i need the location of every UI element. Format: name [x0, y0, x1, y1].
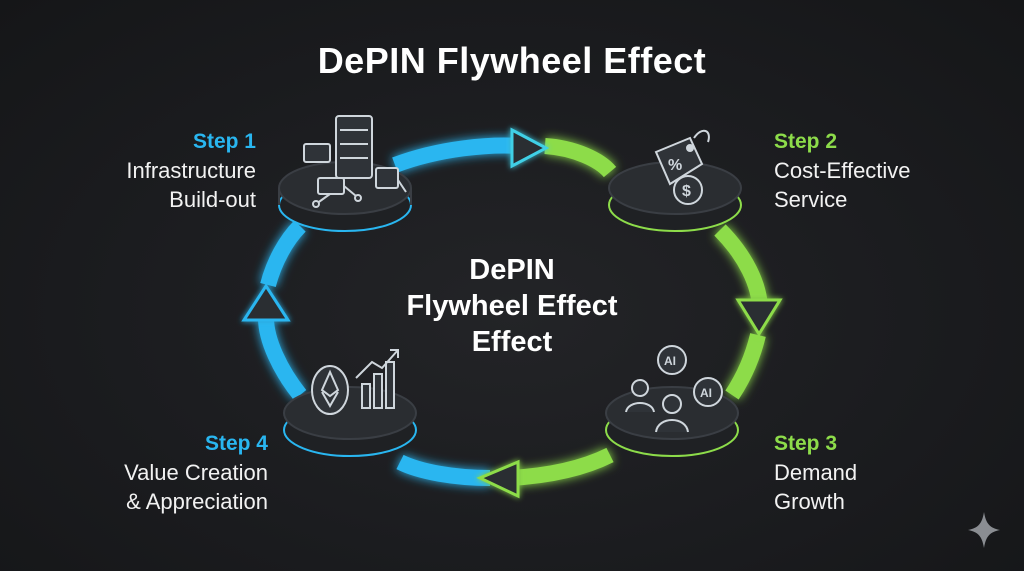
coin-growth-chart-icon [311, 349, 399, 415]
arrow-top-icon [510, 127, 550, 169]
step-2-label: Step 2 Cost-Effective Service [774, 127, 974, 214]
step-text-line-2: & Appreciation [126, 489, 268, 514]
users-ai-icon: AI AI [625, 345, 723, 433]
step-text-line-2: Growth [774, 489, 845, 514]
arrow-left-icon [241, 283, 291, 322]
step-number: Step 2 [774, 130, 838, 153]
step-text-line-1: Demand [774, 460, 858, 485]
svg-text:%: % [668, 157, 682, 174]
svg-text:$: $ [682, 183, 691, 200]
ring-segment-bottom-cyan [396, 454, 491, 486]
step-text-line-1: Cost-Effective [774, 158, 911, 183]
ai-label: AI [700, 386, 712, 400]
arrow-bottom-icon [476, 459, 520, 499]
server-network-icon [303, 115, 407, 208]
step-text-line-2: Build-out [169, 187, 256, 212]
step-text-line-1: Infrastructure [126, 158, 256, 183]
step-number: Step 4 [204, 432, 268, 455]
platform-step-1 [278, 161, 412, 232]
ring-segment-right-lower [725, 333, 766, 400]
ring-segment-bottom-green [509, 447, 614, 486]
sparkle-icon [968, 512, 1000, 548]
center-label-line-1: DePIN [469, 254, 555, 286]
ai-label: AI [664, 354, 676, 368]
center-label-line-2: Flywheel Effect [406, 290, 618, 322]
step-number: Step 3 [774, 432, 838, 455]
page-title: DePIN Flywheel Effect [317, 40, 707, 81]
arrow-right-icon [735, 298, 783, 337]
platform-step-4 [283, 386, 417, 457]
step-text-line-2: Service [774, 187, 848, 212]
ring-segment-right [714, 224, 768, 311]
center-label: DePIN Flywheel Effect Effect [392, 252, 632, 360]
step-text-line-1: Value Creation [124, 460, 268, 485]
center-label-line-3: Effect [471, 326, 553, 358]
step-number: Step 1 [192, 130, 256, 153]
ring-segment-left [258, 317, 307, 400]
price-tag-dollar-icon: % $ [654, 129, 710, 205]
step-3-label: Step 3 Demand Growth [774, 429, 974, 516]
step-1-label: Step 1 Infrastructure Build-out [60, 127, 256, 214]
ring-segment-top [392, 137, 521, 173]
ring-segment-left-upper [260, 220, 306, 288]
step-4-label: Step 4 Value Creation & Appreciation [40, 429, 268, 516]
ring-segment-top-green [544, 138, 617, 178]
